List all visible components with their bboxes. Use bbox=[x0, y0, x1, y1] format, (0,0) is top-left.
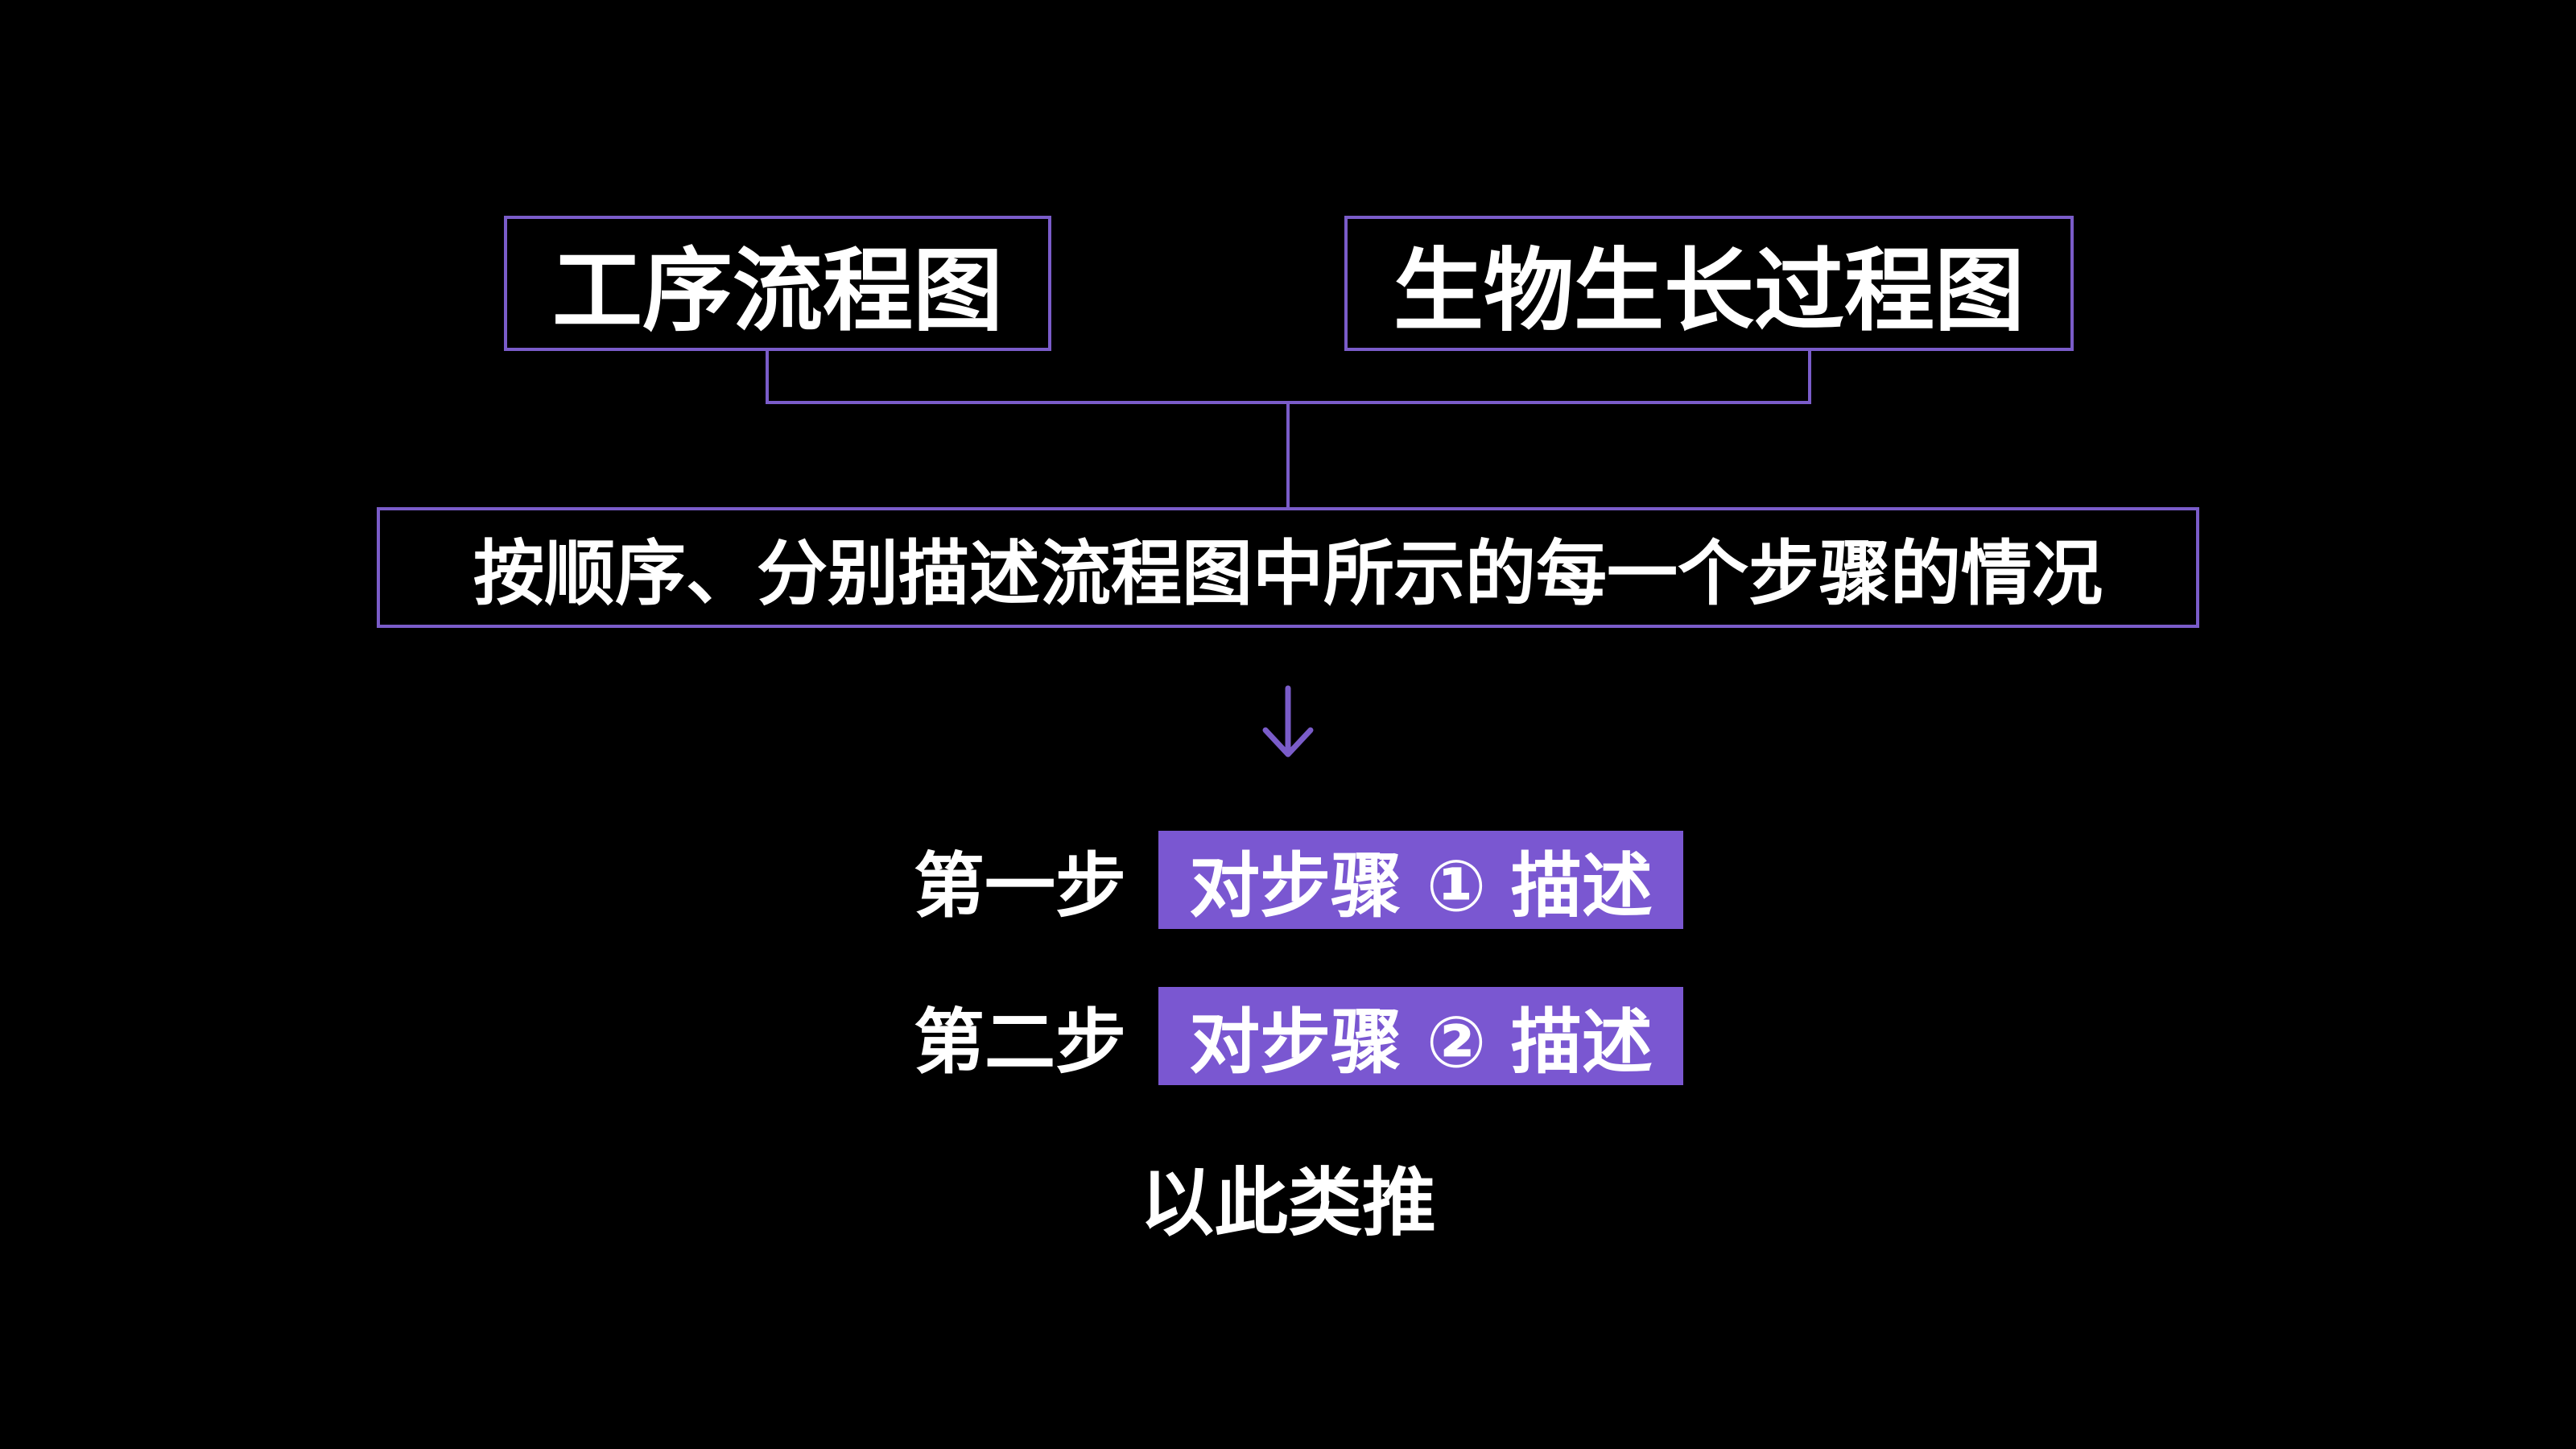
step-1-label: 第一步 bbox=[913, 844, 1126, 927]
step-row-2: 第二步 对步骤 ② 描述 bbox=[0, 987, 2576, 1085]
growth-process-chart-box: 生物生长过程图 bbox=[1344, 216, 2074, 351]
step-2-tag: 对步骤 ② 描述 bbox=[1158, 987, 1683, 1085]
growth-process-chart-label: 生物生长过程图 bbox=[1393, 239, 2025, 344]
down-arrow-icon bbox=[1262, 685, 1314, 758]
describe-steps-box: 按顺序、分别描述流程图中所示的每一个步骤的情况 bbox=[377, 507, 2199, 628]
step-row-1: 第一步 对步骤 ① 描述 bbox=[0, 831, 2576, 929]
process-flowchart-label: 工序流程图 bbox=[552, 239, 1003, 344]
process-flowchart-box: 工序流程图 bbox=[504, 216, 1051, 351]
step-2-label: 第二步 bbox=[913, 1000, 1126, 1084]
step-1-tag: 对步骤 ① 描述 bbox=[1158, 831, 1683, 929]
and-so-on-text: 以此类推 bbox=[1139, 1160, 1436, 1246]
describe-steps-label: 按顺序、分别描述流程图中所示的每一个步骤的情况 bbox=[473, 531, 2103, 615]
